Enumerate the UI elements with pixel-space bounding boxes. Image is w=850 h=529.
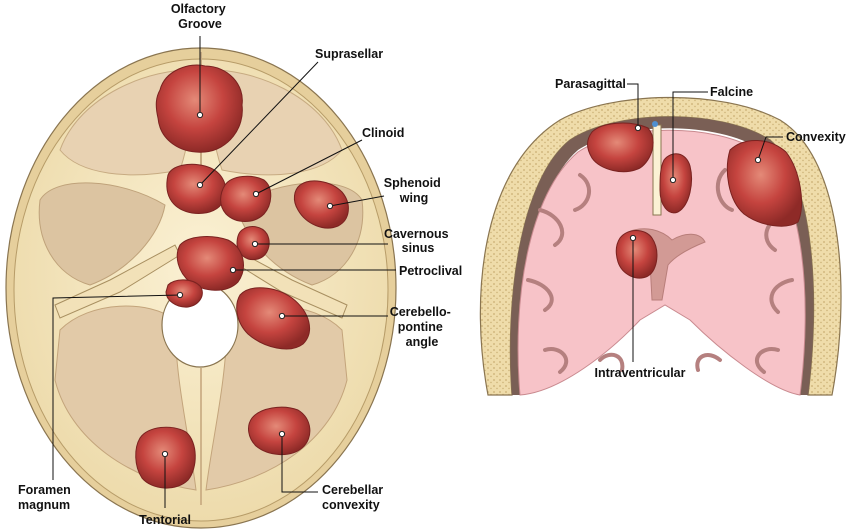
tumor-cerebellar-convexity xyxy=(248,406,311,455)
label-convexity: Convexity xyxy=(786,130,846,144)
tumor-olfactory-groove xyxy=(155,64,243,153)
tumor-convexity xyxy=(726,139,803,227)
labels: Olfactory Groove Suprasellar Clinoid Sph… xyxy=(18,2,846,527)
tumor-falcine xyxy=(659,153,692,214)
tumor-intraventricular xyxy=(615,230,658,279)
leader-lines xyxy=(52,36,783,508)
leader-dots xyxy=(161,111,762,458)
label-cavernous-sinus: Cavernous sinus xyxy=(384,227,452,255)
tumor-foramen-magnum xyxy=(165,279,203,308)
label-cerebellopontine-angle: Cerebello- pontine angle xyxy=(390,305,455,349)
label-falcine: Falcine xyxy=(710,85,753,99)
tumor-parasagittal xyxy=(587,122,654,173)
tumor-suprasellar xyxy=(166,163,227,214)
cortical-sulci-right xyxy=(695,168,794,374)
label-olfactory-groove: Olfactory Groove xyxy=(171,2,229,31)
tumor-petroclival xyxy=(176,236,244,291)
label-intraventricular: Intraventricular xyxy=(594,366,685,380)
label-petroclival: Petroclival xyxy=(399,264,462,278)
cortical-sulci-left xyxy=(526,173,625,374)
label-parasagittal: Parasagittal xyxy=(555,77,626,91)
coronal-brain-diagram xyxy=(479,96,842,396)
tumor-cerebellopontine-angle xyxy=(236,287,311,350)
middle-fossa-left xyxy=(38,182,166,286)
label-tentorial: Tentorial xyxy=(139,513,191,527)
label-suprasellar: Suprasellar xyxy=(315,47,383,61)
sagittal-sinus xyxy=(652,121,658,127)
label-cerebellar-convexity: Cerebellar convexity xyxy=(322,483,387,512)
tumor-sphenoid-wing xyxy=(293,180,349,229)
falx-cerebri xyxy=(652,124,662,216)
label-sphenoid-wing: Sphenoid wing xyxy=(384,176,444,205)
skull-base-diagram xyxy=(5,47,397,529)
label-foramen-magnum: Foramen magnum xyxy=(18,483,74,512)
label-clinoid: Clinoid xyxy=(362,126,404,140)
tumor-clinoid xyxy=(220,175,272,222)
